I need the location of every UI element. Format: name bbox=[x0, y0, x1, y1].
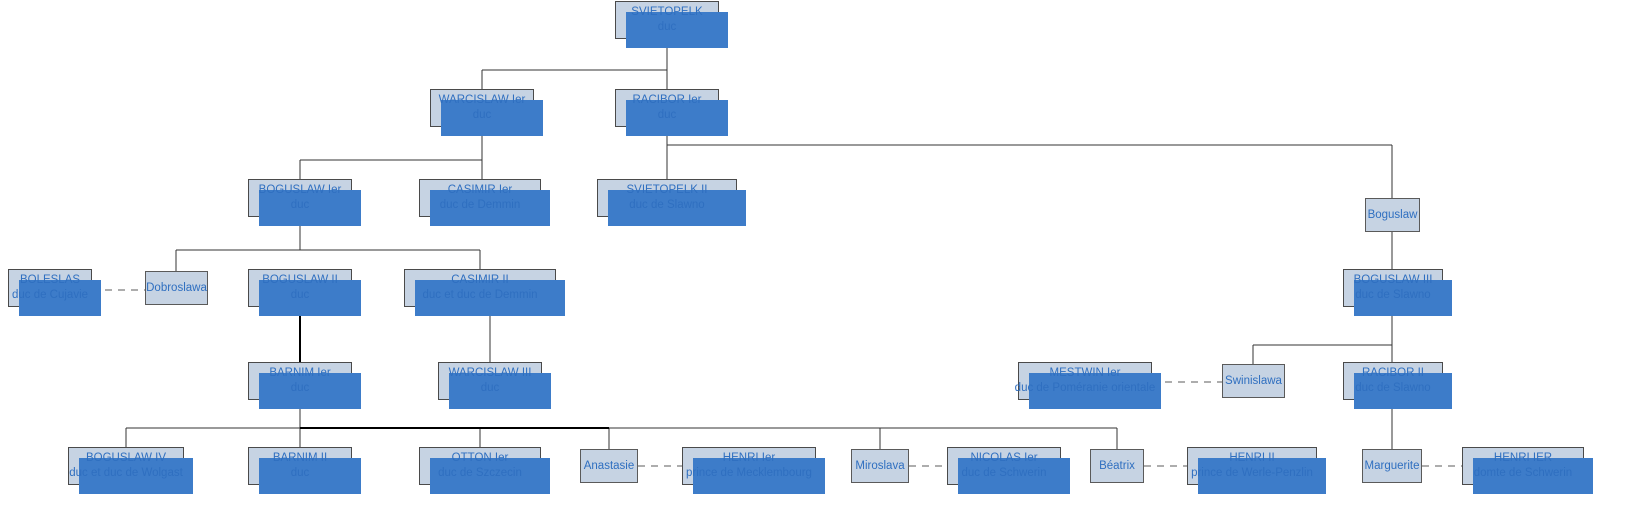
node-boleslas[interactable]: BOLESLAS duc de Cujavie bbox=[8, 269, 101, 316]
node-anastasie-name: Anastasie bbox=[583, 459, 635, 472]
node-casimir2-title: duc et duc de Demmin bbox=[422, 289, 538, 301]
node-barnim2-title: duc bbox=[290, 467, 310, 479]
edge-racibor1-children bbox=[666, 127, 1393, 198]
node-barnim1-title: duc bbox=[290, 382, 310, 394]
node-boguslaw2[interactable]: BOGUSLAW II duc bbox=[248, 269, 361, 316]
node-svietopelk[interactable]: SVIETOPELK duc bbox=[615, 1, 728, 48]
node-svietopelk-title: duc bbox=[657, 21, 677, 33]
node-beatrix-name: Béatrix bbox=[1099, 459, 1135, 472]
node-otton1[interactable]: OTTON Ier duc de Szczecin bbox=[419, 447, 550, 494]
node-svietopelk2[interactable]: SVIETOPELK II duc de Slawno bbox=[597, 179, 746, 226]
node-marguerite-name: Marguerite bbox=[1364, 459, 1420, 472]
node-henri1_meck-title: prince de Mecklembourg bbox=[686, 467, 812, 479]
node-otton1-name: OTTON Ier bbox=[451, 452, 509, 465]
node-boleslas-name: BOLESLAS bbox=[19, 274, 81, 287]
node-boguslaw2-name: BOGUSLAW II bbox=[262, 274, 338, 287]
node-racibor1-title: duc bbox=[657, 109, 677, 121]
node-swinislawa[interactable]: Swinislawa bbox=[1222, 364, 1285, 398]
node-henri1er_schw-name: HENRI IER bbox=[1493, 452, 1553, 465]
node-racibor1[interactable]: RACIBOR Ier duc bbox=[615, 89, 728, 136]
node-casimir2-name: CASIMIR II bbox=[451, 274, 509, 287]
node-warcislaw1-title: duc bbox=[472, 109, 492, 121]
node-henri1_meck-name: HENRI Ier bbox=[722, 452, 776, 465]
node-racibor2-name: RACIBOR II bbox=[1362, 367, 1424, 380]
node-nicolas1-title: duc de Schwerin bbox=[961, 467, 1047, 479]
node-casimir1-name: CASIMIR Ier bbox=[447, 184, 513, 197]
node-racibor2[interactable]: RACIBOR II duc de Slawno bbox=[1343, 362, 1452, 409]
node-warcislaw1-name: WARCISLAW Ier bbox=[438, 94, 526, 107]
node-casimir2[interactable]: CASIMIR II duc et duc de Demmin bbox=[404, 269, 565, 316]
node-mestwin1-title: duc de Poméranie orientale bbox=[1014, 382, 1156, 394]
node-marguerite[interactable]: Marguerite bbox=[1362, 449, 1422, 483]
node-anastasie[interactable]: Anastasie bbox=[580, 449, 638, 483]
node-barnim1-name: BARNIM Ier bbox=[269, 367, 331, 380]
node-boguslaw4[interactable]: BOGUSLAW IV duc et duc de Wolgast bbox=[68, 447, 193, 494]
node-beatrix[interactable]: Béatrix bbox=[1090, 449, 1144, 483]
node-henri1er_schw[interactable]: HENRI IER domte de Schwerin bbox=[1462, 447, 1593, 494]
node-casimir1-title: duc de Demmin bbox=[439, 199, 521, 211]
node-boguslaw4-title: duc et duc de Wolgast bbox=[69, 467, 183, 479]
node-boguslaw_sm-name: Boguslaw bbox=[1367, 208, 1418, 221]
node-mestwin1[interactable]: MESTWIN Ier duc de Poméranie orientale bbox=[1015, 362, 1161, 409]
node-dobroslawa[interactable]: Dobroslawa bbox=[145, 271, 208, 305]
node-boguslaw2-title: duc bbox=[290, 289, 310, 301]
node-swinislawa-name: Swinislawa bbox=[1225, 374, 1282, 387]
node-svietopelk2-title: duc de Slawno bbox=[629, 199, 705, 211]
node-boguslaw1-name: BOGUSLAW Ier bbox=[258, 184, 342, 197]
node-barnim2[interactable]: BARNIM II duc bbox=[248, 447, 361, 494]
node-boguslaw1[interactable]: BOGUSLAW Ier duc bbox=[248, 179, 361, 226]
node-boguslaw_sm[interactable]: Boguslaw bbox=[1365, 198, 1420, 232]
node-henri2_werle-name: HENRI II bbox=[1229, 452, 1275, 465]
node-dobroslawa-name: Dobroslawa bbox=[146, 281, 207, 294]
node-nicolas1-name: NICOLAS Ier bbox=[970, 452, 1038, 465]
node-warcislaw3-name: WARCISLAW III bbox=[448, 367, 532, 380]
node-mestwin1-name: MESTWIN Ier bbox=[1049, 367, 1121, 380]
node-miroslava-name: Miroslava bbox=[855, 459, 905, 472]
node-henri1er_schw-title: domte de Schwerin bbox=[1473, 467, 1573, 479]
node-boguslaw3-title: duc de Slawno bbox=[1355, 289, 1431, 301]
node-barnim1[interactable]: BARNIM Ier duc bbox=[248, 362, 361, 409]
node-warcislaw1[interactable]: WARCISLAW Ier duc bbox=[430, 89, 543, 136]
node-svietopelk2-name: SVIETOPELK II bbox=[626, 184, 708, 197]
node-boguslaw3-name: BOGUSLAW III bbox=[1353, 274, 1433, 287]
node-boguslaw3[interactable]: BOGUSLAW III duc de Slawno bbox=[1343, 269, 1452, 316]
node-warcislaw3[interactable]: WARCISLAW III duc bbox=[438, 362, 551, 409]
node-nicolas1[interactable]: NICOLAS Ier duc de Schwerin bbox=[947, 447, 1070, 494]
node-boguslaw1-title: duc bbox=[290, 199, 310, 211]
node-henri2_werle[interactable]: HENRI II prince de Werle-Penzlin bbox=[1187, 447, 1326, 494]
node-racibor1-name: RACIBOR Ier bbox=[632, 94, 702, 107]
node-barnim2-name: BARNIM II bbox=[272, 452, 328, 465]
node-miroslava[interactable]: Miroslava bbox=[851, 449, 909, 483]
node-henri1_meck[interactable]: HENRI Ier prince de Mecklembourg bbox=[682, 447, 825, 494]
node-boleslas-title: duc de Cujavie bbox=[11, 289, 89, 301]
node-svietopelk-name: SVIETOPELK bbox=[631, 6, 703, 19]
node-racibor2-title: duc de Slawno bbox=[1355, 382, 1431, 394]
node-boguslaw4-name: BOGUSLAW IV bbox=[85, 452, 167, 465]
node-warcislaw3-title: duc bbox=[480, 382, 500, 394]
node-otton1-title: duc de Szczecin bbox=[438, 467, 522, 479]
node-henri2_werle-title: prince de Werle-Penzlin bbox=[1191, 467, 1313, 479]
node-casimir1[interactable]: CASIMIR Ier duc de Demmin bbox=[419, 179, 550, 226]
